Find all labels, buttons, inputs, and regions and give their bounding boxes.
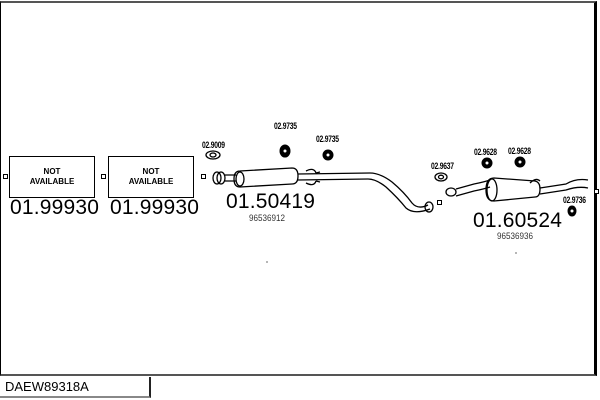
accessory-label[interactable]: 02.9637: [431, 161, 454, 171]
accessory-label[interactable]: 02.9735: [274, 121, 297, 131]
dot-marker: [266, 261, 268, 263]
accessory-label[interactable]: 02.9009: [202, 140, 225, 150]
pipe-flange-icon: [445, 187, 457, 197]
part-number-front-pipe-2[interactable]: 01.99930: [110, 196, 200, 219]
pipe-flange-icon: [424, 201, 434, 213]
connector-marker: [101, 174, 106, 179]
dot-marker: [515, 252, 517, 254]
part-number-front-pipe-1[interactable]: 01.99930: [10, 196, 100, 219]
connector-marker: [201, 174, 206, 179]
silencer-end-cap: [235, 171, 245, 187]
intermediate-pipe-bottom: [297, 178, 431, 213]
part-number-center-silencer[interactable]: 01.50419: [226, 190, 316, 213]
diagram-frame: [0, 1, 597, 376]
part-number-rear-silencer[interactable]: 01.60524: [473, 209, 563, 232]
rear-inlet-pipe: [455, 179, 491, 197]
accessory-label[interactable]: 02.9628: [474, 147, 497, 157]
pipe-flange-icon: [212, 171, 226, 185]
connector-marker: [594, 189, 599, 194]
connector-marker: [3, 174, 8, 179]
accessory-label[interactable]: 02.9736: [563, 195, 586, 205]
oem-number-rear-silencer: 96536936: [497, 231, 534, 241]
hanger-bracket: [529, 178, 541, 184]
gasket-icon: [434, 172, 448, 182]
intermediate-pipe-top: [297, 172, 429, 208]
connector-marker: [437, 200, 442, 205]
rear-silencer-body: [485, 177, 541, 202]
hanger-hook-icon: [305, 168, 321, 186]
vehicle-code-label: DAEW89318A: [0, 377, 151, 398]
accessory-label[interactable]: 02.9735: [316, 134, 339, 144]
accessory-label[interactable]: 02.9628: [508, 146, 531, 156]
center-silencer-body: [233, 167, 299, 188]
tail-pipe: [539, 178, 589, 195]
gasket-icon: [205, 150, 221, 160]
silencer-end-cap: [486, 178, 498, 202]
oem-number-center-silencer: 96536912: [249, 213, 286, 223]
